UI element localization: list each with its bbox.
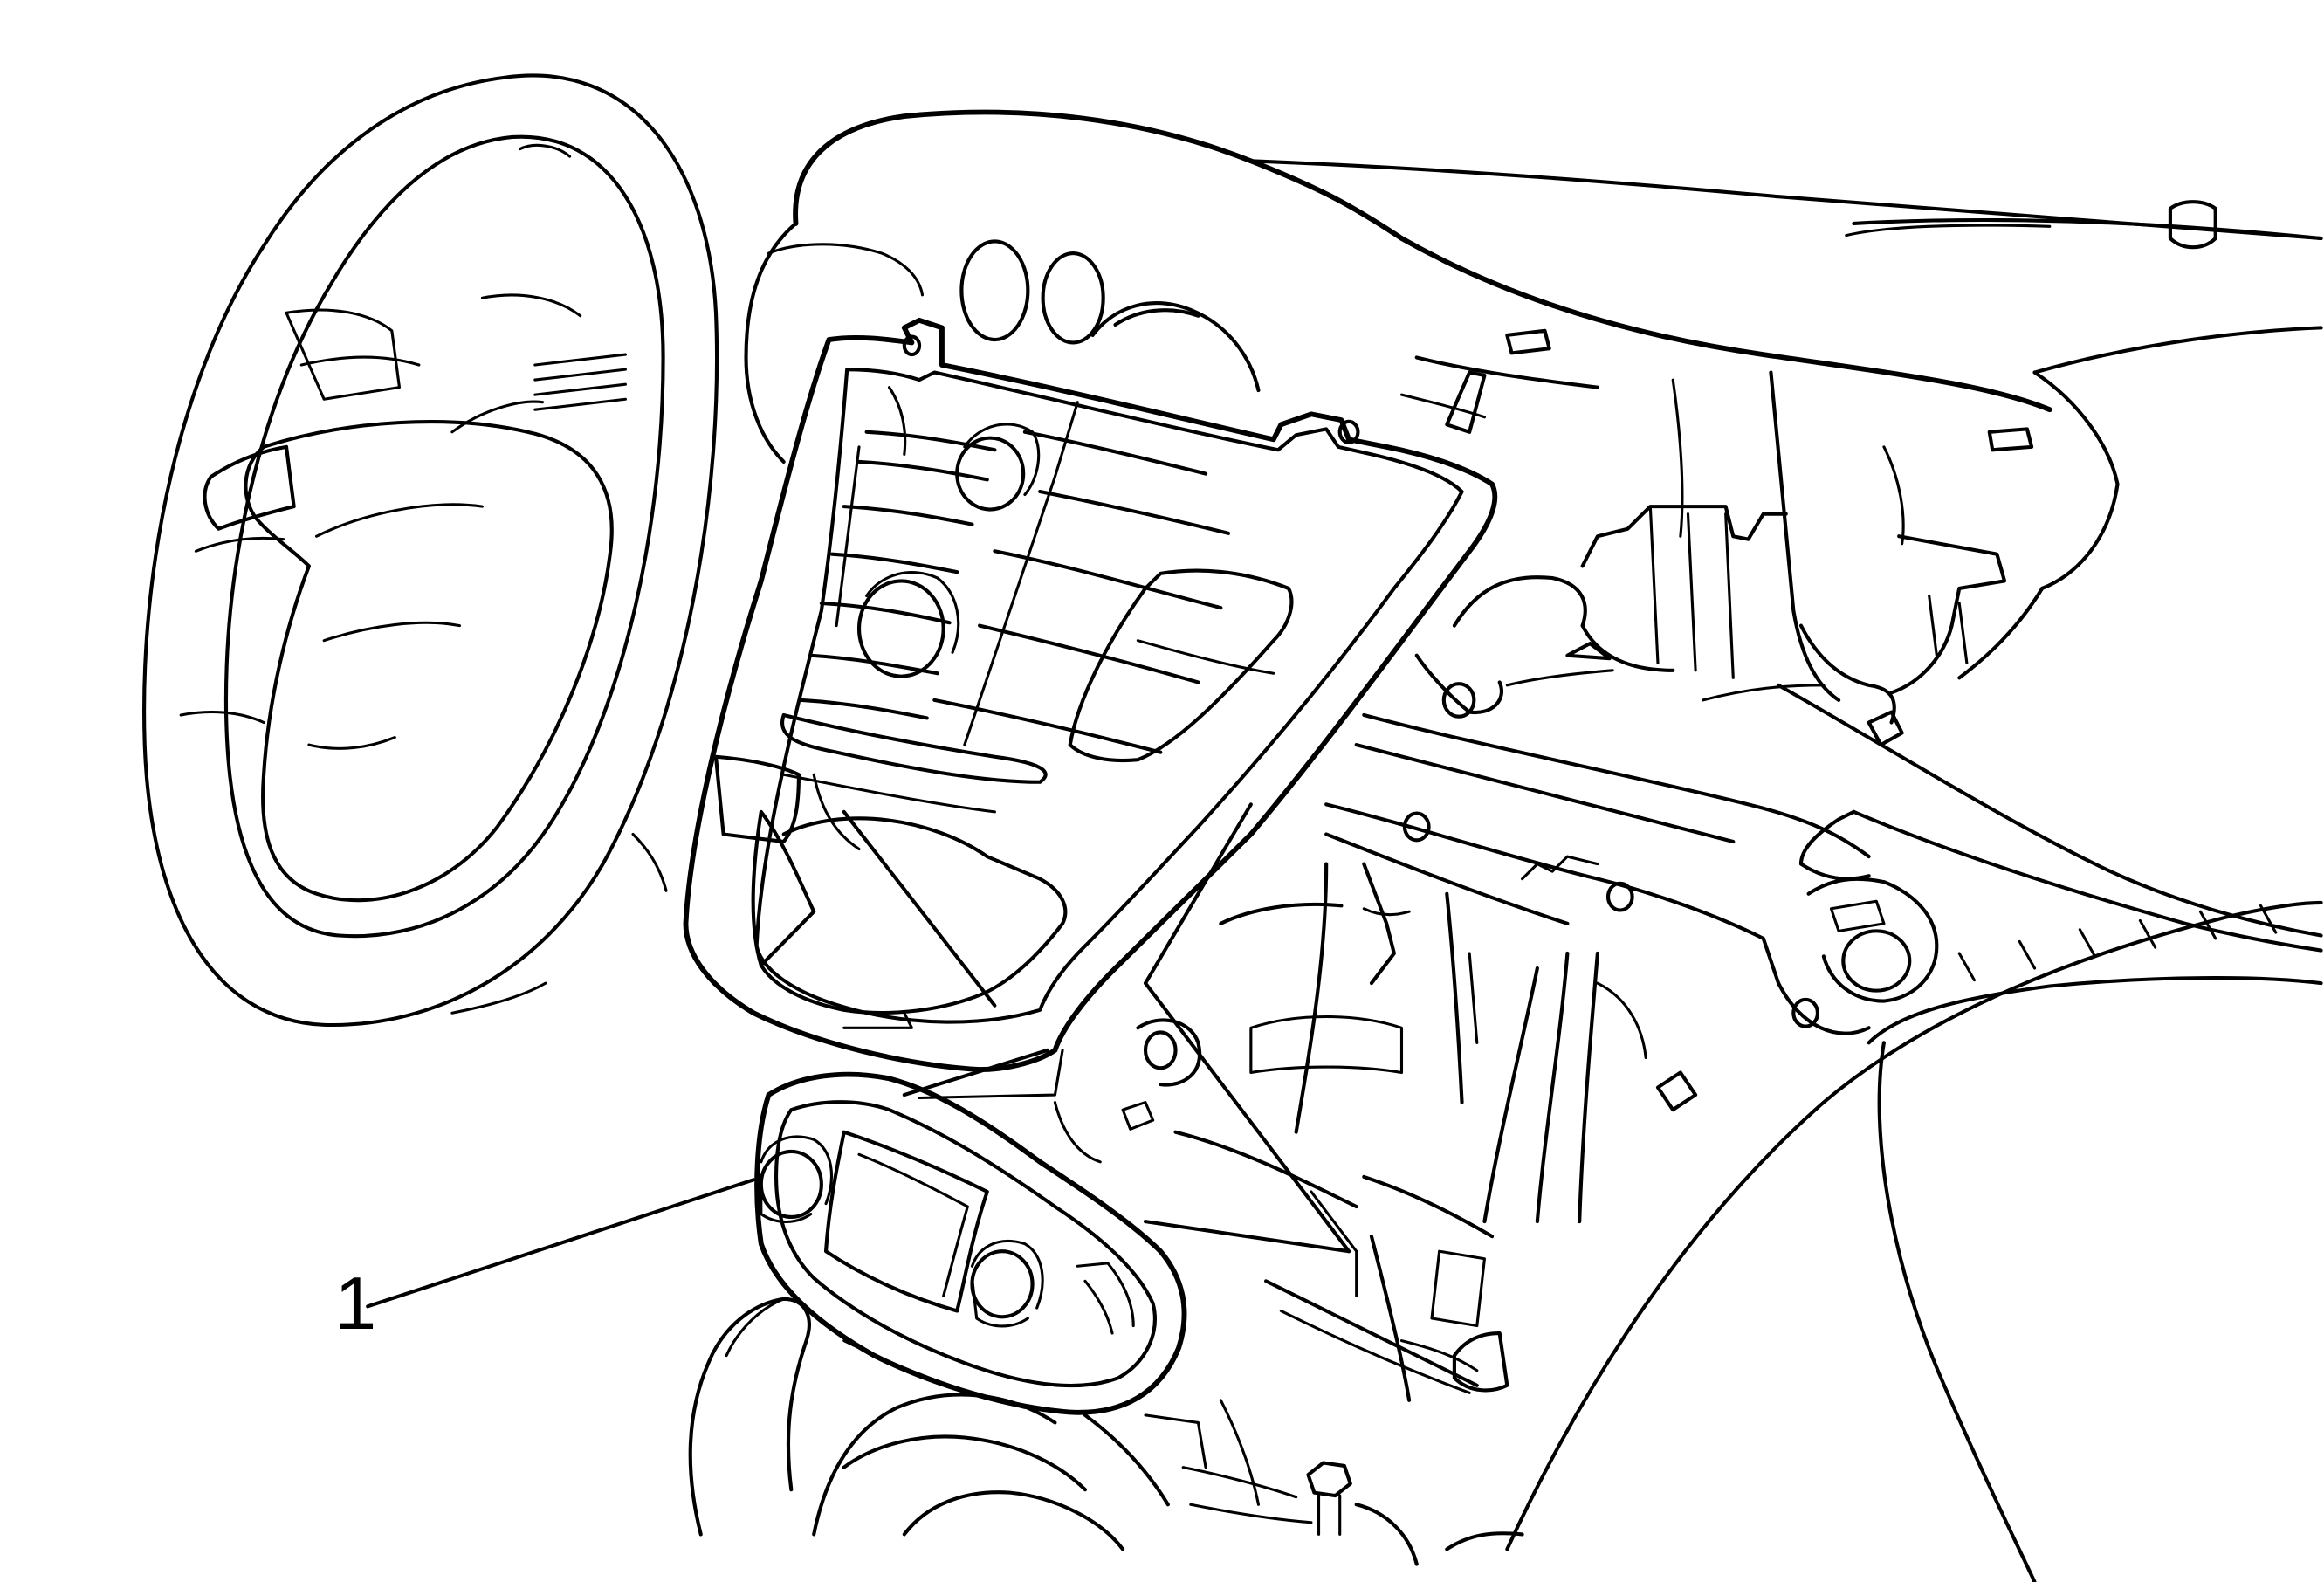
- center-console-switch-panel: [754, 1071, 1187, 1415]
- under-dash-structure: [1053, 355, 2007, 1566]
- callout-1-leader-line: [366, 1178, 756, 1309]
- callout-1-number: 1: [334, 1262, 376, 1345]
- steering-wheel: [142, 73, 719, 1027]
- lower-console: [688, 1297, 1261, 1551]
- center-stack-bezel: [683, 317, 1498, 1100]
- callout-1: 1: [334, 1178, 756, 1345]
- instrument-panel-shell: [744, 109, 2323, 1582]
